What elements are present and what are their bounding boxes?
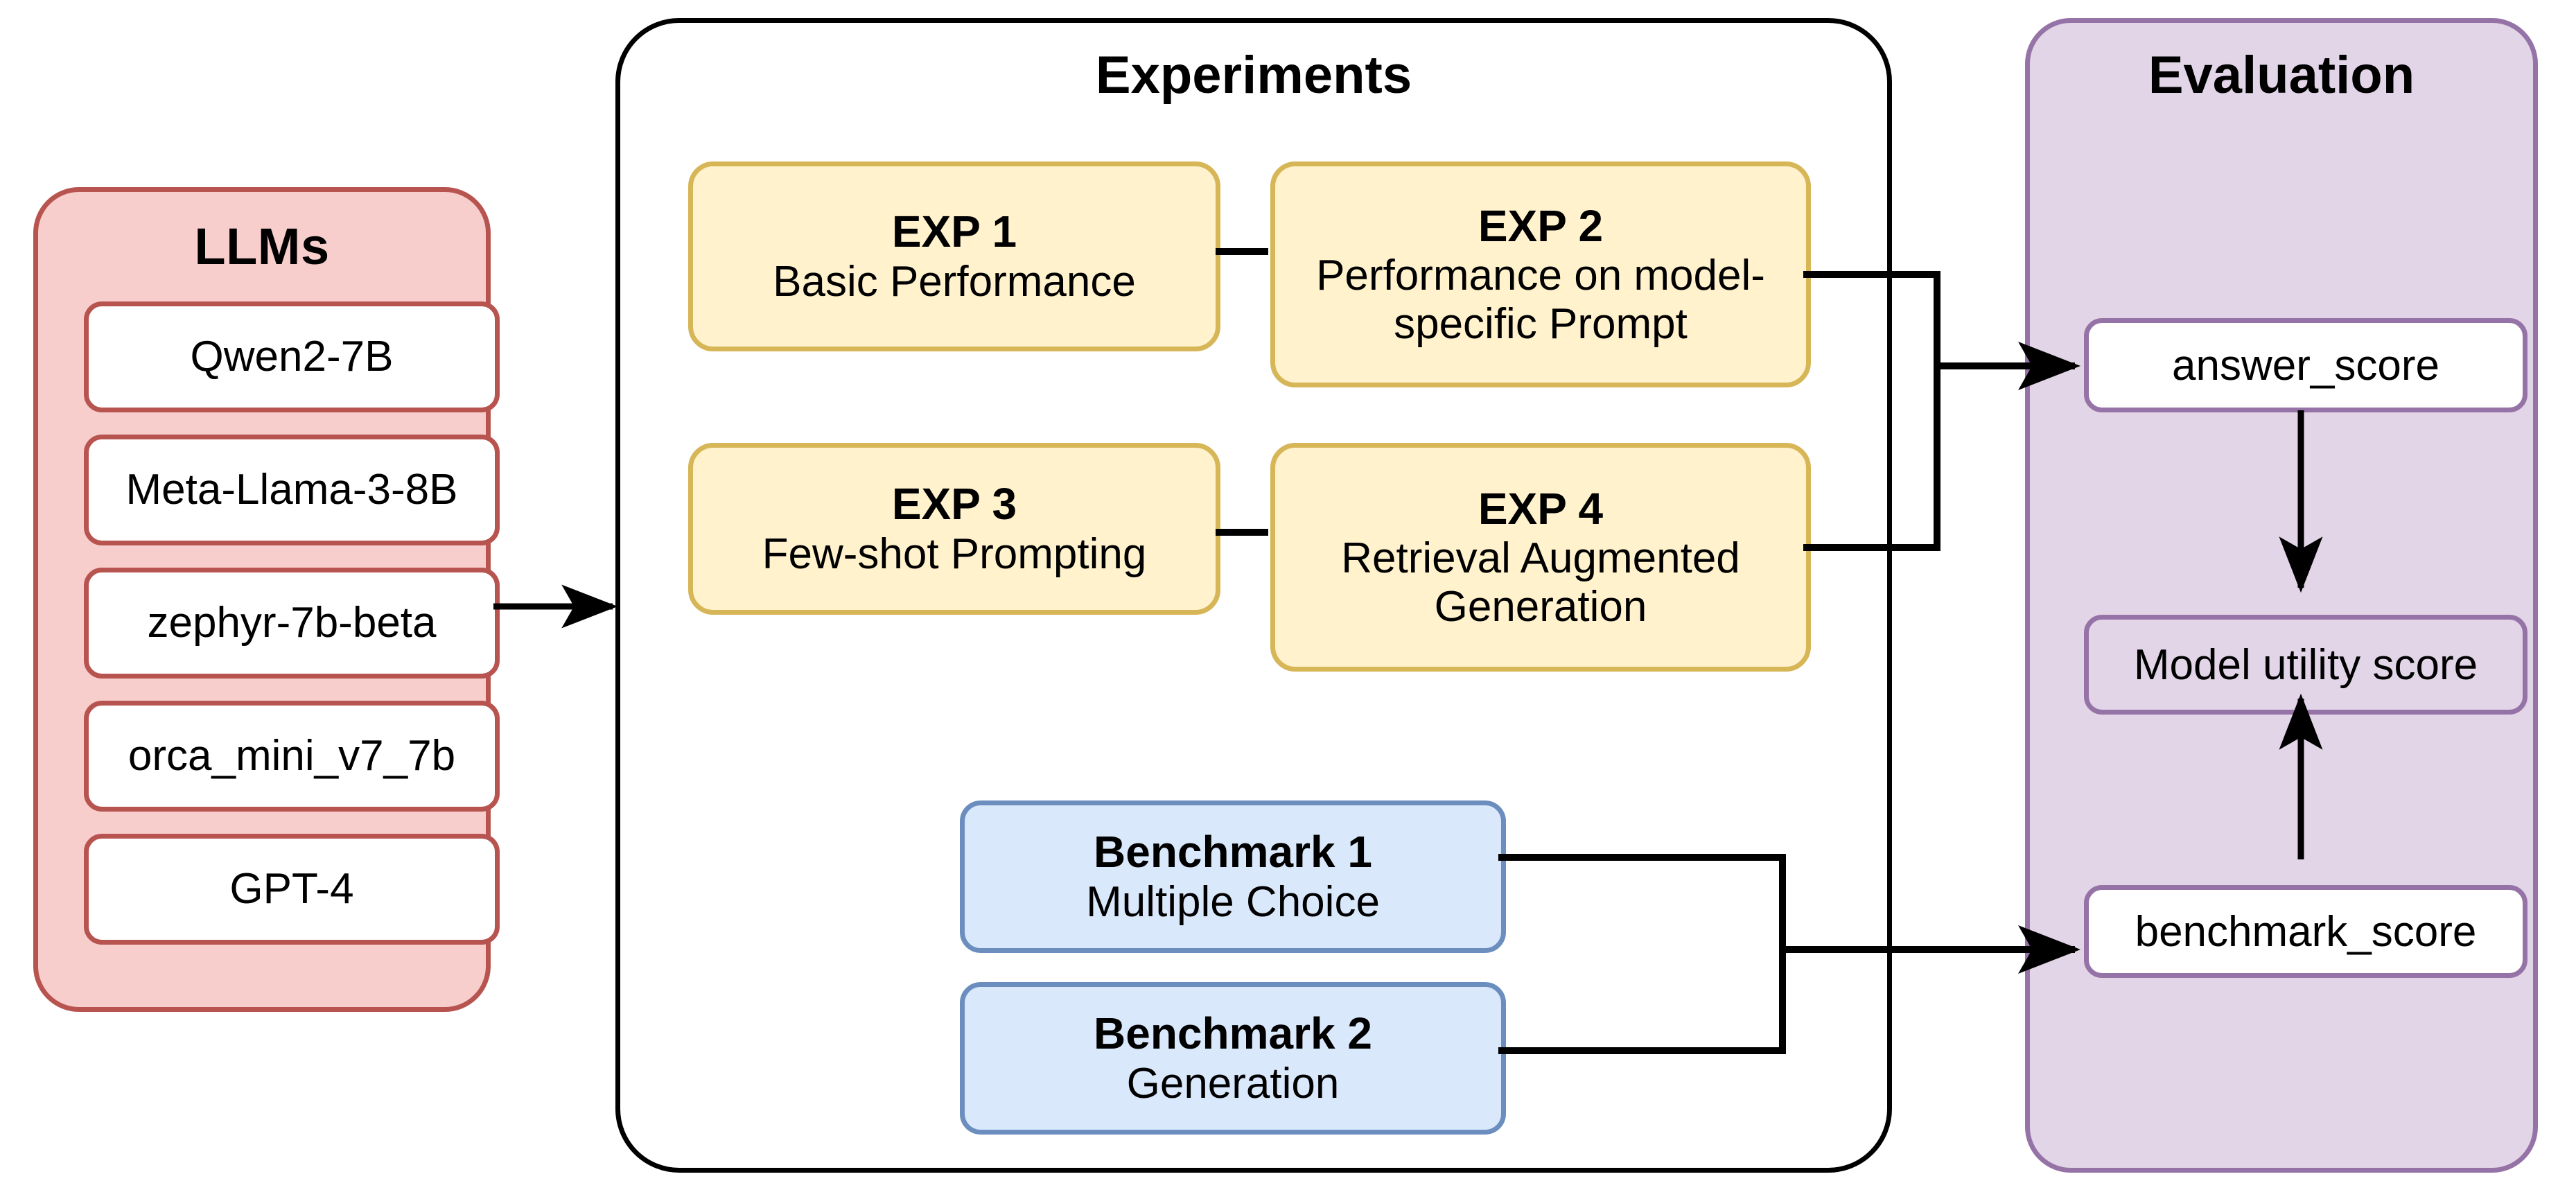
exp-2-heading: EXP 2 — [1478, 200, 1604, 251]
benchmark-1-subtitle: Multiple Choice — [1086, 878, 1380, 927]
exp-2-subtitle: Performance on model-specific Prompt — [1316, 252, 1765, 348]
benchmark-1-heading: Benchmark 1 — [1094, 827, 1372, 877]
llm-item-qwen2-7b[interactable]: Qwen2-7B — [84, 301, 500, 412]
experiments-group-panel: Experiments EXP 1 Basic Performance EXP … — [615, 18, 1892, 1173]
experiment-box-exp-2[interactable]: EXP 2 Performance on model-specific Prom… — [1270, 161, 1811, 387]
exp-3-heading: EXP 3 — [891, 479, 1017, 530]
exp-1-subtitle: Basic Performance — [773, 258, 1136, 306]
experiment-box-exp-3[interactable]: EXP 3 Few-shot Prompting — [688, 443, 1220, 615]
evaluation-group-title: Evaluation — [2148, 46, 2415, 105]
benchmark-box-1[interactable]: Benchmark 1 Multiple Choice — [960, 800, 1506, 953]
llm-item-orca-mini-v7-7b[interactable]: orca_mini_v7_7b — [84, 701, 500, 812]
exp-4-heading: EXP 4 — [1478, 483, 1604, 534]
experiment-box-exp-1[interactable]: EXP 1 Basic Performance — [688, 161, 1220, 351]
benchmark-box-2[interactable]: Benchmark 2 Generation — [960, 982, 1506, 1135]
exp-3-subtitle: Few-shot Prompting — [762, 530, 1147, 579]
evaluation-group-panel: Evaluation answer_score Model utility sc… — [2025, 18, 2538, 1173]
llm-item-gpt-4[interactable]: GPT-4 — [84, 834, 500, 945]
experiment-box-exp-4[interactable]: EXP 4 Retrieval Augmented Generation — [1270, 443, 1811, 672]
benchmark-2-subtitle: Generation — [1126, 1060, 1340, 1108]
experiments-group-title: Experiments — [1095, 46, 1412, 105]
evaluation-node-model-utility-score[interactable]: Model utility score — [2084, 615, 2527, 715]
exp-1-heading: EXP 1 — [891, 207, 1017, 257]
llms-group-title: LLMs — [194, 218, 330, 275]
evaluation-node-answer-score[interactable]: answer_score — [2084, 318, 2527, 412]
llms-group-panel: LLMs Qwen2-7B Meta-Llama-3-8B zephyr-7b-… — [33, 187, 500, 1012]
exp-4-subtitle: Retrieval Augmented Generation — [1341, 534, 1740, 631]
llm-item-zephyr-7b-beta[interactable]: zephyr-7b-beta — [84, 568, 500, 679]
llm-item-meta-llama-3-8b[interactable]: Meta-Llama-3-8B — [84, 435, 500, 545]
evaluation-node-benchmark-score[interactable]: benchmark_score — [2084, 885, 2527, 978]
benchmark-2-heading: Benchmark 2 — [1094, 1008, 1372, 1059]
